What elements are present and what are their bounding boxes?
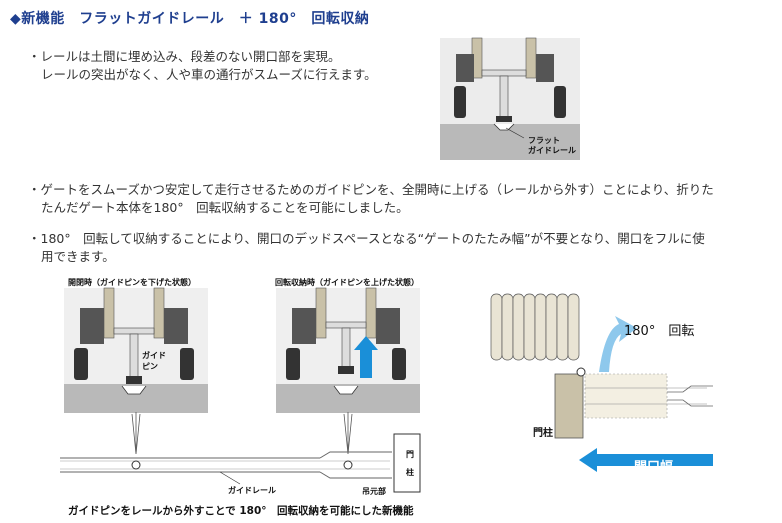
- bullet-2-line-2: たんだゲート本体を180° 回転収納することを可能にしました。: [41, 200, 409, 215]
- bullet-1-line-1: レールは土間に埋め込み、段差のない開口部を実現。: [40, 49, 341, 64]
- rotate-label: 180° 回転: [624, 324, 695, 339]
- bullet-1: ・レールは土間に埋め込み、段差のない開口部を実現。 レールの突出がなく、人や車の…: [28, 48, 377, 84]
- bullet-2: ・ゲートをスムーズかつ安定して走行させるためのガイドピンを、全開時に上げる（レー…: [28, 181, 714, 217]
- post-char-1: 門: [406, 450, 414, 459]
- flat-rail-label: フラット ガイドレール: [528, 136, 576, 156]
- hinge-label: 吊元部: [362, 487, 386, 496]
- guide-pin-label-line-2: ピン: [142, 362, 158, 371]
- fig-left-header: 開閉時（ガイドピンを下げた状態）: [68, 278, 196, 287]
- bullet-marker: ・: [28, 231, 41, 246]
- flat-rail-label-line-1: フラット: [528, 136, 560, 145]
- bullet-marker: ・: [28, 49, 41, 64]
- bullet-1-line-2: レールの突出がなく、人や車の通行がスムーズに行えます。: [41, 67, 377, 82]
- gate-open-figure: [64, 287, 208, 413]
- bullet-3: ・180° 回転して収納することにより、開口のデッドスペースとなる“ゲートのたた…: [28, 230, 705, 266]
- fig-mid-header: 回転収納時（ガイドピンを上げた状態）: [275, 278, 419, 287]
- post-char-2: 柱: [406, 468, 414, 477]
- guide-pin-label: ガイド ピン: [142, 350, 166, 372]
- opening-width-label: 開口幅: [634, 460, 674, 475]
- flat-rail-label-line-2: ガイドレール: [528, 146, 576, 155]
- gate-post-label: 門柱: [533, 428, 553, 439]
- flat-rail-figure: [440, 37, 580, 160]
- bullet-3-line-1: 180° 回転して収納することにより、開口のデッドスペースとなる“ゲートのたたみ…: [40, 231, 705, 246]
- bullet-2-line-1: ゲートをスムーズかつ安定して走行させるためのガイドピンを、全開時に上げる（レール…: [40, 182, 714, 197]
- bullet-3-line-2: 用できます。: [41, 249, 115, 264]
- post-label-vertical: 門 柱: [403, 446, 417, 482]
- bullet-marker: ・: [28, 182, 41, 197]
- guide-pin-label-line-1: ガイド: [142, 351, 166, 360]
- gate-rotate-figure: [276, 287, 420, 413]
- figure-caption: ガイドピンをレールから外すことで 180° 回転収納を可能にした新機能: [68, 505, 414, 517]
- rail-plan-figure: [60, 412, 421, 493]
- rotation-plan-figure: [490, 293, 713, 472]
- guide-rail-label: ガイドレール: [228, 486, 276, 495]
- page-title: ◆新機能 フラットガイドレール ＋ 180° 回転収納: [10, 11, 370, 27]
